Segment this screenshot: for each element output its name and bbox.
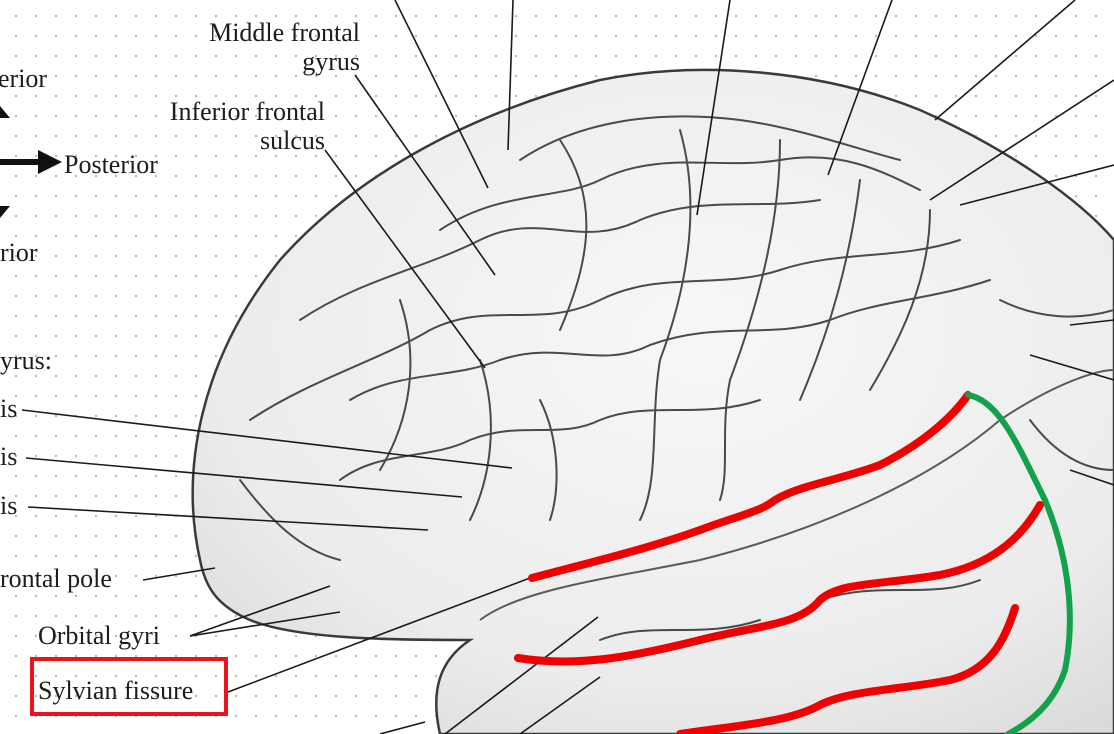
- red-traces: [514, 391, 1044, 734]
- orientation-superior-label: erior: [0, 64, 48, 93]
- leader-lines: [21, 0, 1114, 734]
- red-trace-superior-temporal: [514, 501, 1044, 666]
- brain-outline: [191, 68, 1114, 734]
- orientation-arrows: [0, 106, 62, 218]
- red-trace-sylvian: [528, 391, 972, 582]
- orientation-inferior-label: rior: [0, 238, 38, 267]
- inferior-frontal-gyrus-label: yrus:: [0, 346, 52, 375]
- middle-frontal-gyrus-label: Middle frontal gyrus: [150, 18, 360, 76]
- pars-label-3: is: [0, 491, 18, 520]
- inferior-frontal-sulcus-label: Inferior frontal sulcus: [110, 97, 325, 155]
- orientation-posterior-label: Posterior: [64, 150, 158, 179]
- temporal-lobe-outline: [479, 369, 1114, 621]
- sylvian-fissure-label: Sylvian fissure: [38, 676, 194, 705]
- pars-label-2: is: [0, 442, 18, 471]
- frontal-pole-label: rontal pole: [0, 564, 112, 593]
- sylvian-fissure-highlight-box: [30, 657, 228, 716]
- middle-frontal-gyrus-line2: gyrus: [302, 47, 360, 76]
- red-trace-inferior-temporal: [676, 604, 1019, 734]
- inferior-frontal-sulcus-line1: Inferior frontal: [169, 97, 325, 126]
- inferior-frontal-sulcus-line2: sulcus: [260, 126, 325, 155]
- green-trace: [965, 392, 1073, 734]
- middle-frontal-gyrus-line1: Middle frontal: [209, 18, 360, 47]
- gyri-sulci: [239, 115, 1114, 641]
- pars-label-1: is: [0, 394, 18, 423]
- orbital-gyri-label: Orbital gyri: [38, 621, 161, 650]
